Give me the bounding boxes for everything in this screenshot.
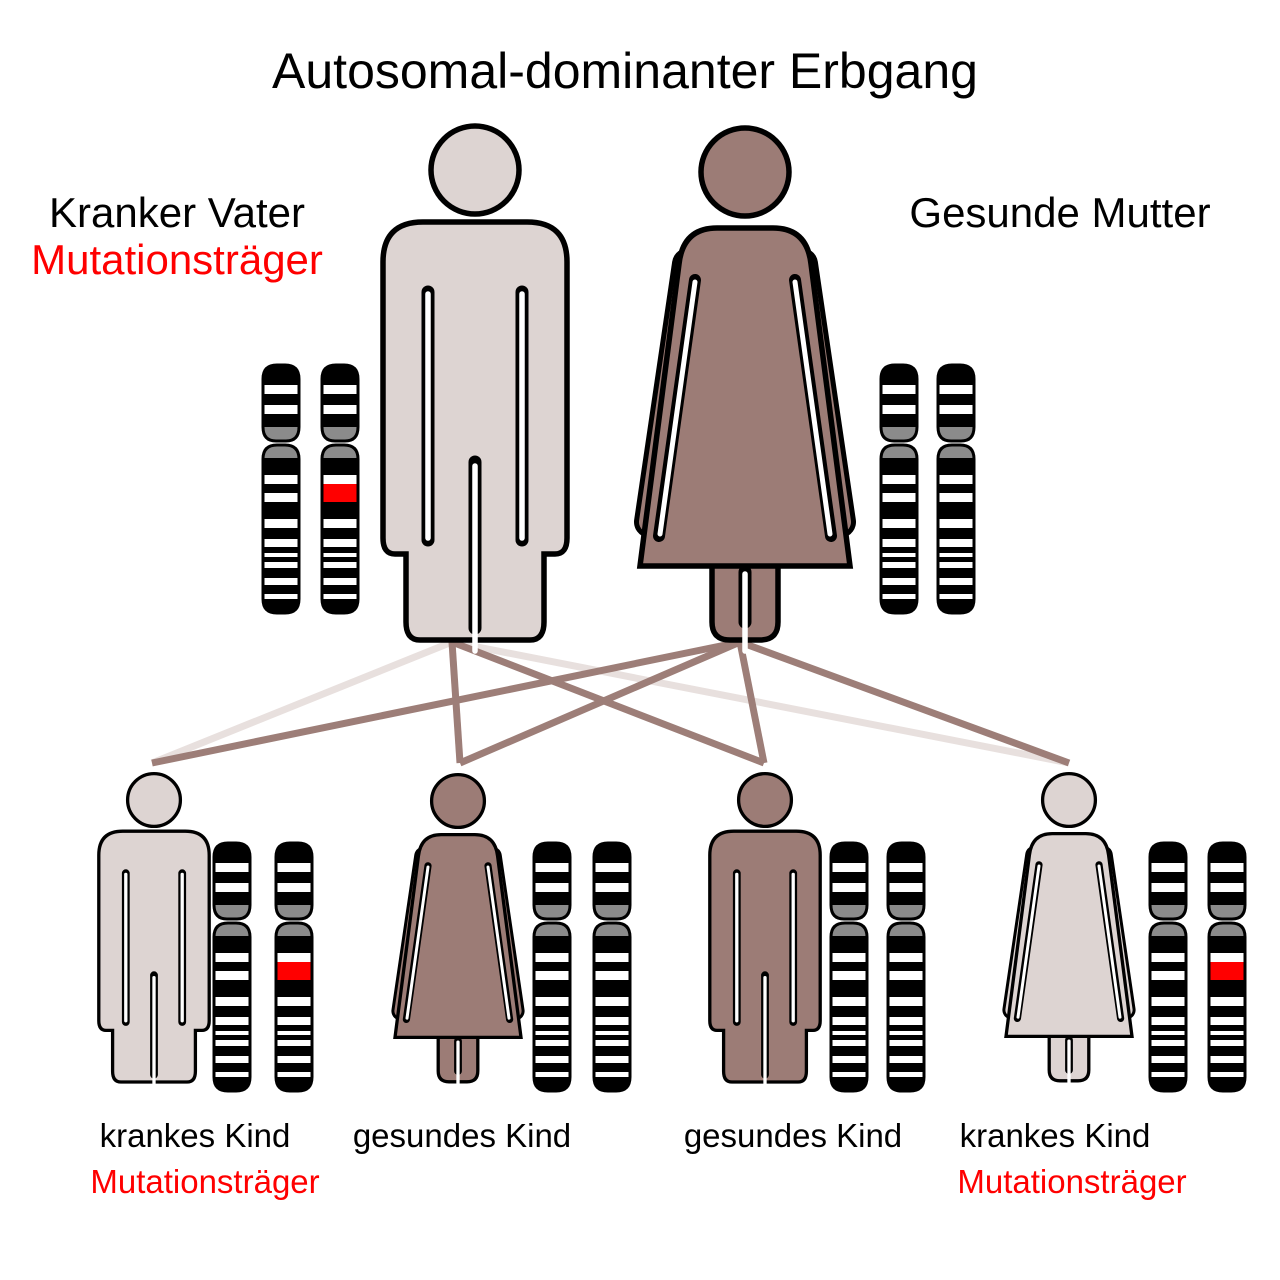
child4-chromosome-normal [1149,843,1187,1091]
mother-chromosome-normal-1 [880,365,918,613]
child4-figure [1006,774,1132,1088]
child2-figure [395,775,521,1089]
child1-label: krankes Kind [100,1117,291,1154]
child3-chromosome-pair [830,843,925,1091]
father-chromosome-mutated [321,365,359,613]
child4-chromosome-mutated [1208,843,1246,1091]
child4-label: krankes Kind [960,1117,1151,1154]
child4-mutation-label: Mutationsträger [957,1163,1186,1200]
child2-label: gesundes Kind [353,1117,571,1154]
child1-figure [99,774,209,1089]
child1-chromosome-mutated [275,843,313,1091]
father-chromosome-normal [262,365,300,613]
mother-figure [640,128,850,651]
father-label: Kranker Vater [49,189,305,236]
child3-chromosome-normal-2 [887,843,925,1091]
child1-mutation-label: Mutationsträger [90,1163,319,1200]
father-chromosome-pair [262,365,359,613]
child2-chromosome-pair [533,843,631,1091]
line-father-child4-mutated [451,638,1070,767]
line-father-child1-mutated [150,638,454,767]
father-figure [383,126,567,651]
child3-label: gesundes Kind [684,1117,902,1154]
child1-chromosome-pair [213,843,313,1091]
mother-chromosome-normal-2 [937,365,975,613]
line-mother-child1-normal [151,638,741,767]
mother-chromosome-pair [880,365,975,613]
father-mutation-label: Mutationsträger [31,236,323,283]
line-mother-child4-normal [738,638,1071,767]
child3-figure [710,774,820,1089]
child3-chromosome-normal-1 [830,843,868,1091]
inheritance-lines [150,638,1071,767]
mother-label: Gesunde Mutter [909,189,1210,236]
line-mother-child3-normal [736,641,768,764]
child2-chromosome-normal-2 [593,843,631,1091]
child2-chromosome-normal-1 [533,843,571,1091]
child4-chromosome-pair [1149,843,1246,1091]
page-title: Autosomal-dominanter Erbgang [272,43,978,99]
child1-chromosome-normal [213,843,251,1091]
line-mother-child2-normal [458,638,742,767]
